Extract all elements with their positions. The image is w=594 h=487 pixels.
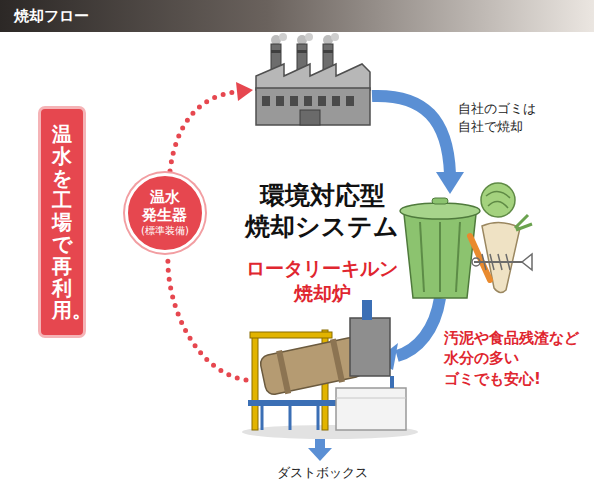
factory-illustration-part	[300, 110, 320, 125]
factory-illustration-part	[271, 50, 281, 53]
factory-illustration-part	[279, 33, 287, 41]
callout-box: 温水を工場で再利用。	[38, 106, 86, 338]
factory-illustration-part	[318, 96, 326, 106]
factory-illustration-part	[323, 50, 333, 53]
incinerator-illustration-part	[250, 332, 332, 338]
factory-illustration-part	[256, 64, 370, 90]
flow-arrow-part	[397, 298, 440, 356]
flow-arrow	[308, 436, 332, 461]
note-label: 自社のゴミは 自社で焼却	[458, 100, 536, 135]
fish-bone	[472, 254, 532, 270]
factory-illustration-part	[256, 88, 370, 125]
factory-illustration	[256, 33, 370, 125]
incinerator-illustration-part	[390, 376, 394, 388]
fish-bone-part	[474, 261, 522, 263]
trash-illustration-part	[481, 183, 515, 217]
trash-illustration-part	[456, 222, 460, 292]
incinerator-illustration-part	[336, 388, 406, 430]
trash-illustration-part	[470, 236, 490, 280]
factory-illustration-part	[332, 96, 340, 106]
incinerator-illustration-part-part	[276, 350, 291, 394]
incinerator-illustration-part	[350, 318, 390, 376]
incinerator-illustration-part	[262, 406, 318, 430]
fish-bone-part	[482, 254, 510, 270]
trash-illustration-part	[515, 215, 532, 230]
trash-illustration-part	[482, 222, 520, 292]
header-title: 焼却フロー	[14, 0, 89, 32]
flow-arrow-part	[436, 172, 464, 194]
node-subtext: (標準装備)	[141, 224, 189, 237]
incinerator-illustration-part	[336, 398, 406, 399]
trash-illustration-part	[404, 214, 476, 298]
factory-illustration-part	[331, 33, 339, 41]
fish-bone-part	[472, 258, 480, 266]
node-text: 温水を工場で再利用。	[52, 123, 72, 321]
trash-illustration-part	[439, 222, 441, 292]
factory-illustration-part	[305, 33, 313, 41]
node-text: 温水 発生器	[142, 188, 187, 224]
incinerator-illustration-part	[248, 400, 340, 406]
heater-circle: 温水 発生器(標準装備)	[125, 173, 205, 253]
output-label: ダストボックス	[277, 464, 368, 482]
trash-illustration-part	[432, 198, 448, 204]
hot-water-flow-part	[168, 256, 246, 380]
factory-illustration-part	[276, 96, 284, 106]
trash-illustration-part	[400, 203, 480, 219]
fish-bone-part	[522, 254, 532, 270]
hot-water-flow-part	[236, 82, 253, 101]
flow-arrow	[372, 96, 464, 194]
system-heading: 環境対応型 焼却システム	[245, 180, 399, 243]
incinerator-illustration-part-part	[330, 338, 345, 382]
incinerator-illustration-part	[252, 336, 258, 430]
incinerator-illustration	[242, 300, 418, 439]
incinerator-illustration-part-part	[259, 336, 365, 396]
trash-illustration-part	[486, 191, 510, 208]
hot-water-flow-part	[170, 92, 236, 171]
factory-illustration-part	[346, 96, 354, 106]
header-bar	[0, 0, 594, 32]
flow-arrow-part	[372, 96, 450, 174]
flow-arrow-part	[308, 448, 332, 461]
factory-illustration-part	[297, 50, 307, 53]
feature-callout: 汚泥や食品残渣など 水分の多い ゴミでも安心!	[444, 328, 579, 389]
trash-illustration	[400, 183, 532, 298]
trash-illustration-part	[420, 222, 424, 292]
product-name: ロータリーキルン 焼却炉	[246, 256, 398, 305]
factory-illustration-part	[262, 96, 270, 106]
factory-illustration-part	[304, 96, 312, 106]
factory-illustration-part	[290, 96, 298, 106]
incinerator-illustration-part	[362, 300, 372, 320]
